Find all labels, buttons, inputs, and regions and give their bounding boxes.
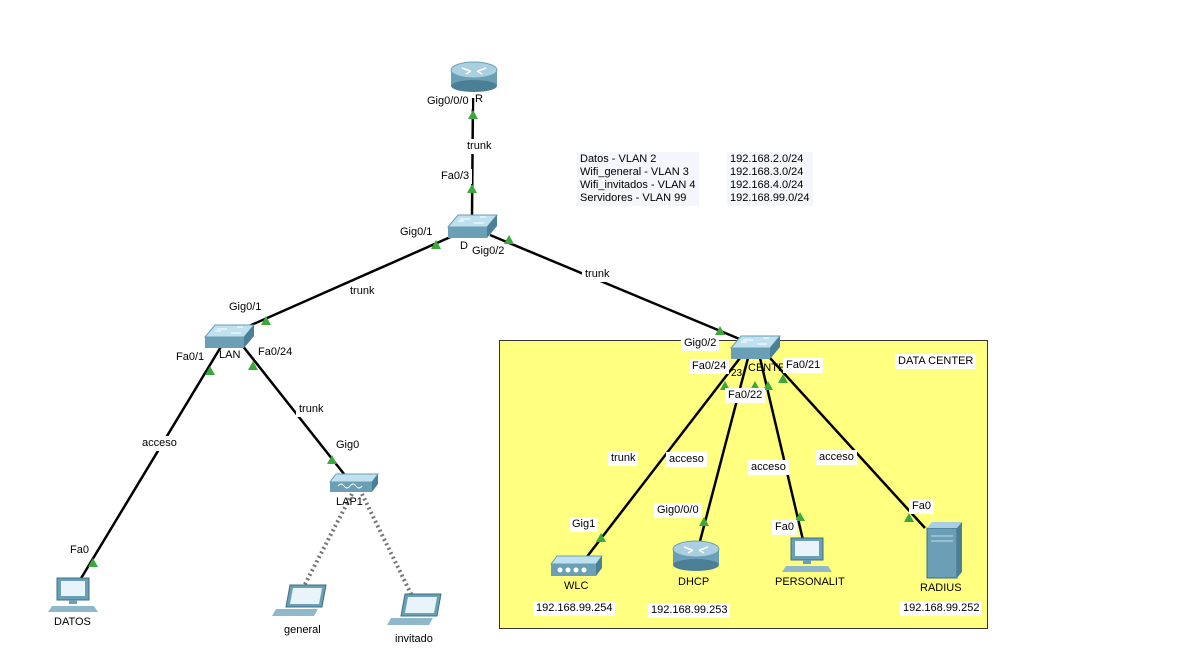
port-label: Fa0 — [67, 543, 92, 558]
port-label: Fa0 — [772, 520, 797, 535]
link-label: acceso — [666, 452, 707, 467]
device-label-router: R — [475, 93, 483, 105]
device-label-lap: LAP1 — [336, 496, 363, 508]
port-indicator — [596, 533, 606, 542]
link-label: trunk — [582, 267, 613, 282]
port-indicator — [699, 517, 709, 526]
device-label-dhcp: DHCP — [678, 576, 710, 588]
port-indicator — [904, 513, 914, 522]
device-label-radius: RADIUS — [920, 582, 962, 594]
ip-label-radius: 192.168.99.252 — [900, 601, 983, 616]
port-label: Fa0/21 — [783, 358, 824, 373]
port-indicator — [205, 366, 215, 375]
vlan-network: 192.168.2.0/24 — [730, 153, 804, 165]
port-label: Gig0/2 — [469, 244, 508, 259]
port-indicator — [720, 381, 730, 390]
link-dc-radius[interactable] — [769, 357, 926, 529]
port-label: Gig0 — [333, 438, 363, 453]
port-indicator — [750, 381, 760, 390]
server-icon[interactable] — [926, 522, 962, 579]
vlan-name: Wifi_invitados - VLAN 4 — [580, 179, 696, 191]
port-indicator — [468, 110, 478, 119]
port-indicator — [467, 184, 477, 193]
link-d-dc[interactable] — [489, 233, 743, 342]
vlan-note-names: Datos - VLAN 2 Wifi_general - VLAN 3 Wif… — [577, 152, 699, 206]
port-label: Fa0/24 — [689, 359, 730, 374]
link-label: acceso — [748, 460, 789, 475]
wireless-link-invitado — [360, 493, 416, 601]
switch-icon[interactable] — [203, 324, 256, 348]
vlan-network: 192.168.99.0/24 — [730, 192, 810, 204]
wlc-icon[interactable] — [550, 555, 603, 576]
port-label: Gig0/2 — [681, 336, 720, 351]
wireless-link-general — [300, 493, 354, 591]
link-d-lan[interactable] — [239, 233, 456, 332]
port-label: Fa0/1 — [173, 350, 208, 365]
vlan-note-networks: 192.168.2.0/24 192.168.3.0/24 192.168.4.… — [727, 152, 813, 206]
device-label-personalit: PERSONALIT — [775, 576, 845, 588]
switch-icon[interactable] — [729, 335, 782, 359]
link-label: trunk — [464, 139, 495, 154]
link-dc-wlc[interactable] — [585, 357, 741, 559]
vlan-name: Datos - VLAN 2 — [580, 153, 657, 165]
vlan-network: 192.168.4.0/24 — [730, 179, 804, 191]
port-indicator — [88, 558, 98, 567]
port-indicator — [795, 512, 805, 521]
vlan-network: 192.168.3.0/24 — [730, 166, 804, 178]
device-label-general: general — [284, 624, 321, 636]
device-label-datos: DATOS — [54, 616, 91, 628]
port-label: Gig0/1 — [226, 300, 265, 315]
laptop-icon[interactable] — [387, 593, 442, 625]
vlan-name: Wifi_general - VLAN 3 — [580, 166, 689, 178]
link-label: acceso — [816, 450, 857, 465]
link-label: acceso — [139, 436, 180, 451]
port-label: Fa0/24 — [255, 345, 296, 360]
port-indicator — [504, 235, 514, 244]
device-label-dc-switch-num: 23 — [731, 368, 743, 379]
link-lan-lap[interactable] — [241, 344, 345, 475]
port-label: Gig0/1 — [397, 225, 436, 240]
vlan-name: Servidores - VLAN 99 — [580, 192, 687, 204]
port-label: Gig0/0/0 — [424, 94, 472, 109]
device-label-wlc: WLC — [564, 580, 589, 592]
device-label-core-switch: D — [460, 240, 468, 252]
port-label: Fa0/3 — [438, 169, 473, 184]
device-label-dc-switch: CENTE — [748, 362, 786, 374]
port-indicator — [248, 361, 258, 370]
port-indicator — [431, 240, 441, 249]
pc-icon[interactable] — [782, 537, 832, 572]
link-label: trunk — [347, 284, 378, 299]
router-icon[interactable] — [450, 61, 498, 92]
pc-icon[interactable] — [48, 577, 98, 612]
port-label: Fa0 — [909, 499, 934, 514]
ip-label-dhcp: 192.168.99.253 — [648, 603, 731, 618]
port-label: Fa0/22 — [725, 388, 766, 403]
port-indicator — [778, 374, 788, 383]
access-point-icon[interactable] — [329, 473, 379, 492]
port-label: Gig0/0/0 — [654, 503, 702, 518]
zone-label: DATA CENTER — [895, 354, 977, 369]
port-indicator — [261, 316, 271, 325]
ip-label-wlc: 192.168.99.254 — [533, 601, 616, 616]
switch-icon[interactable] — [446, 214, 499, 238]
port-indicator — [763, 381, 773, 390]
port-label: Gig1 — [569, 517, 599, 532]
port-indicator — [327, 455, 337, 464]
link-lan-datos[interactable] — [78, 344, 224, 581]
laptop-icon[interactable] — [272, 584, 327, 616]
link-label: trunk — [296, 402, 327, 417]
router-icon[interactable] — [672, 540, 720, 571]
port-indicator — [715, 326, 725, 335]
link-label: trunk — [608, 451, 639, 466]
device-label-lan-switch: LAN — [219, 349, 241, 361]
device-label-invitado: invitado — [395, 633, 433, 645]
